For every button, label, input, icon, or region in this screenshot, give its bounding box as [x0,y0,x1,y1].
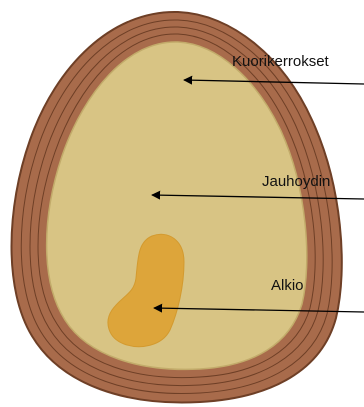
label-embryo: Alkio [271,278,304,293]
label-shell-layers: Kuorikerrokset [232,54,329,69]
label-endosperm: Jauhoydin [262,174,330,189]
